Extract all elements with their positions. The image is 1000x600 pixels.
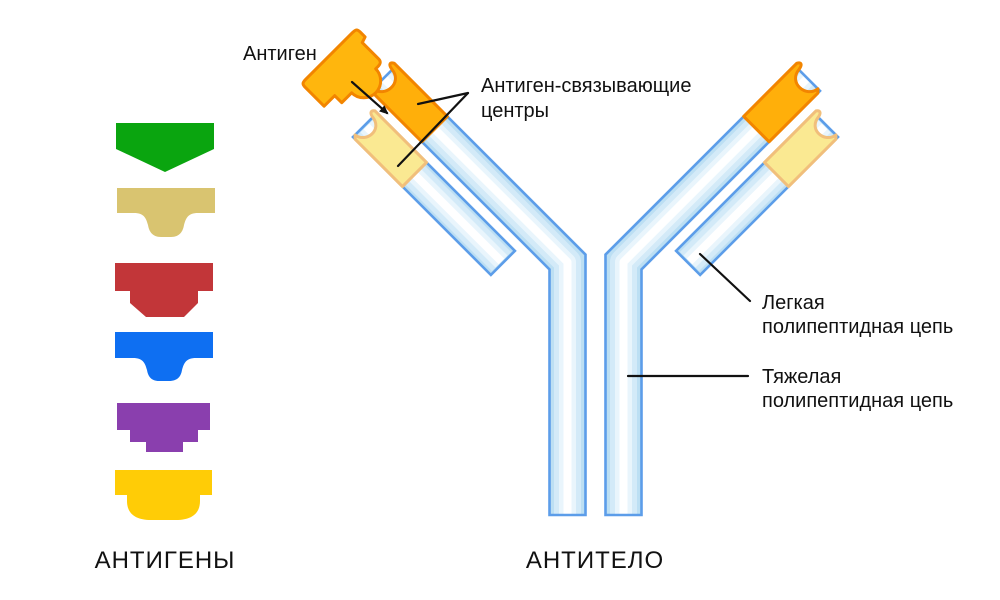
heavy-tip-left bbox=[371, 61, 449, 144]
label-heavy-chain-line1: Тяжелая bbox=[762, 366, 841, 388]
heavy-chain-left bbox=[369, 61, 587, 517]
light-chain-left-outline bbox=[351, 111, 517, 277]
binding-site-heavy-left bbox=[371, 61, 449, 144]
floating-antigen-shape bbox=[301, 28, 383, 108]
heavy-chain-left-body bbox=[371, 65, 586, 515]
binding-site-heavy-right bbox=[742, 61, 820, 144]
antigen-shape-tan bbox=[117, 188, 215, 237]
label-light-chain-line2: полипептидная цепь bbox=[762, 316, 953, 338]
light-chain-pointer bbox=[698, 252, 752, 303]
antibody-caption: АНТИТЕЛО bbox=[526, 547, 664, 574]
label-light-chain-line1: Легкая bbox=[762, 292, 825, 314]
antigens-caption: АНТИГЕНЫ bbox=[95, 547, 236, 574]
antigen-shape-green bbox=[116, 123, 214, 172]
binding-center-pointer-upper bbox=[416, 91, 470, 106]
label-antigen: Антиген bbox=[243, 43, 317, 65]
antigen-shape-blue bbox=[115, 332, 213, 381]
antigen-column: АНТИГЕНЫ bbox=[95, 123, 236, 574]
label-heavy-chain-line2: полипептидная цепь bbox=[762, 390, 953, 412]
floating-antigen bbox=[301, 28, 383, 108]
label-binding-centers-line1: Антиген-связывающие bbox=[481, 75, 691, 97]
binding-center-pointer-lower bbox=[396, 91, 470, 168]
heavy-tip-right bbox=[742, 61, 820, 144]
antigen-shape-red bbox=[115, 263, 213, 317]
light-tip-left bbox=[353, 109, 429, 189]
label-binding-centers-line2: центры bbox=[481, 100, 549, 122]
antigen-shape-yellow bbox=[115, 470, 212, 520]
antigen-arrow-icon bbox=[350, 80, 389, 115]
heavy-chain-right-outline bbox=[604, 63, 822, 517]
light-tip-right bbox=[762, 109, 838, 189]
heavy-chain-right-sheen bbox=[619, 75, 811, 515]
heavy-chain-right bbox=[604, 61, 822, 517]
heavy-chain-right-body bbox=[605, 65, 820, 515]
light-chain-right bbox=[674, 109, 840, 277]
light-chain-right-outline bbox=[674, 111, 840, 277]
light-chain-left bbox=[351, 109, 517, 277]
antigen-shape-purple bbox=[117, 403, 210, 452]
heavy-chain-left-sheen bbox=[380, 75, 572, 515]
